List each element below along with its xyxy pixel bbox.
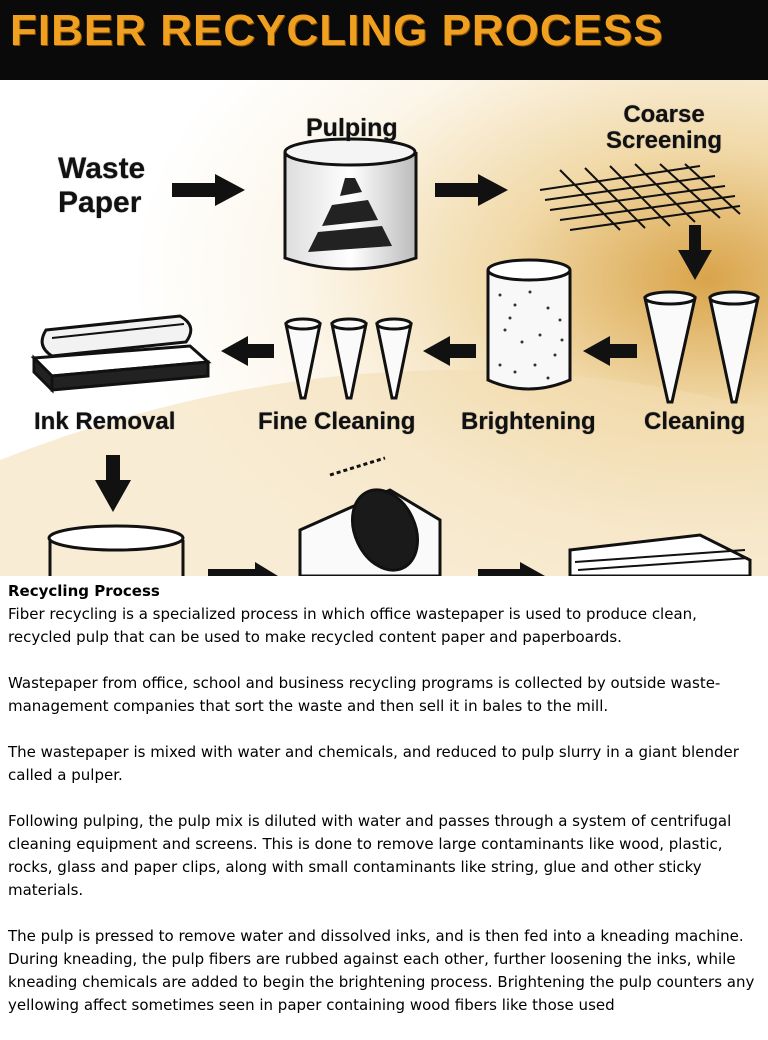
article-paragraph: Following pulping, the pulp mix is dilut… xyxy=(8,812,732,899)
pulper-icon xyxy=(283,137,418,271)
arrow-icon xyxy=(678,225,712,280)
label-cleaning: Cleaning xyxy=(644,408,746,435)
arrow-icon xyxy=(435,174,508,206)
label-pulping: Pulping xyxy=(306,114,398,142)
label-brightening: Brightening xyxy=(461,408,596,435)
flow-arrows xyxy=(95,174,712,576)
cleaning-cones-icon xyxy=(643,290,760,404)
arrow-icon xyxy=(95,455,131,512)
label-fine-cleaning: Fine Cleaning xyxy=(258,408,416,435)
brightening-tank-icon xyxy=(486,258,572,391)
article-paragraph: The wastepaper is mixed with water and c… xyxy=(8,743,739,784)
fine-cleaning-cones-icon xyxy=(284,317,413,400)
label-waste-paper: Waste Paper xyxy=(58,152,146,219)
article-paragraph: Wastepaper from office, school and busin… xyxy=(8,674,721,715)
diagram-artwork xyxy=(0,80,768,576)
label-coarse-screening: Coarse Screening xyxy=(605,101,723,154)
bottom-equipment-icons xyxy=(47,456,752,576)
label-ink-removal: Ink Removal xyxy=(34,408,176,435)
process-diagram: Waste Paper Pulping Coarse Screening Cle… xyxy=(0,80,768,576)
arrow-icon xyxy=(583,336,637,366)
arrow-icon xyxy=(172,174,245,206)
article-paragraph: The pulp is pressed to remove water and … xyxy=(8,927,755,1014)
article-paragraph: Fiber recycling is a specialized process… xyxy=(8,605,697,646)
arrow-icon xyxy=(423,336,476,366)
title-banner: FIBER RECYCLING PROCESS xyxy=(0,0,768,80)
article-body: Recycling Process Fiber recycling is a s… xyxy=(8,580,764,1040)
article-heading: Recycling Process xyxy=(8,582,160,600)
arrow-icon xyxy=(478,562,545,576)
ink-removal-press-icon xyxy=(30,314,212,394)
page-title: FIBER RECYCLING PROCESS xyxy=(10,6,664,55)
screen-mesh-icon xyxy=(539,163,741,231)
arrow-icon xyxy=(221,336,274,366)
arrow-icon xyxy=(208,562,278,576)
